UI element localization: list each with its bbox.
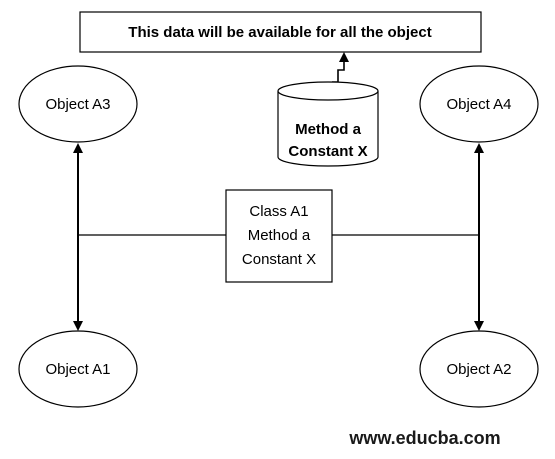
- object-a3-label: Object A3: [45, 96, 110, 113]
- class-line-3: Constant X: [242, 251, 316, 268]
- cylinder-top: [277, 81, 379, 101]
- object-a3: Object A3: [18, 65, 138, 143]
- object-a1-ellipse: [18, 330, 138, 408]
- zigzag-arrowhead: [339, 52, 349, 62]
- object-a4-label: Object A4: [446, 96, 511, 113]
- store-line-2: Constant X: [288, 143, 367, 160]
- class-box-rect: [225, 189, 333, 283]
- banner-label: This data will be available for all the …: [128, 24, 431, 41]
- shared-store-cylinder: Method a Constant X: [277, 81, 379, 167]
- object-a1-label: Object A1: [45, 361, 110, 378]
- object-a2-ellipse: [419, 330, 539, 408]
- watermark-text: www.educba.com: [348, 428, 500, 448]
- store-to-banner-arrow: [332, 52, 349, 83]
- store-line-1: Method a: [295, 121, 361, 138]
- cylinder-body: [277, 91, 379, 167]
- object-a4-ellipse: [419, 65, 539, 143]
- object-a2-label: Object A2: [446, 361, 511, 378]
- class-line-1: Class A1: [249, 203, 308, 220]
- banner-rect: [79, 11, 482, 53]
- class-a1-box: Class A1 Method a Constant X: [225, 189, 333, 283]
- object-a1: Object A1: [18, 330, 138, 408]
- banner-box: This data will be available for all the …: [79, 11, 482, 53]
- object-a3-ellipse: [18, 65, 138, 143]
- object-a2: Object A2: [419, 330, 539, 408]
- class-line-2: Method a: [248, 227, 311, 244]
- object-a4: Object A4: [419, 65, 539, 143]
